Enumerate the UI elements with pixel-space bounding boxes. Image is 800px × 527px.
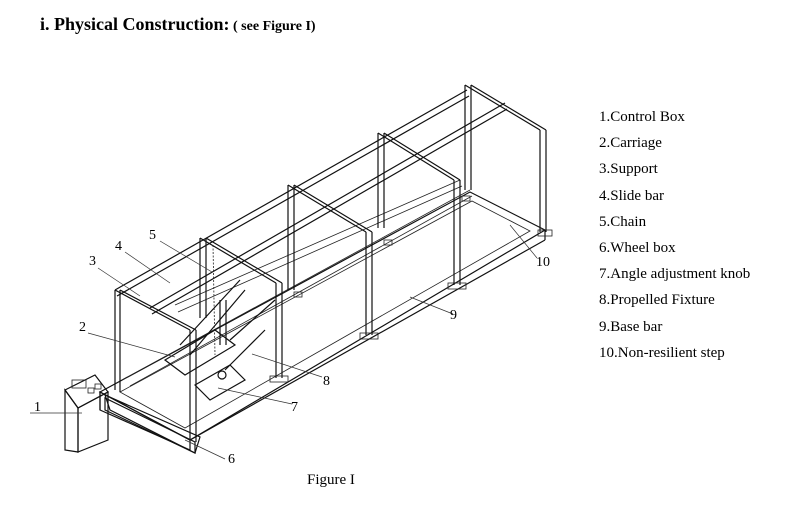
legend-item: 2.Carriage <box>599 135 662 152</box>
section-heading-paren-suffix: ) <box>310 19 316 34</box>
section-heading-main: i. Physical Construction: <box>40 14 230 34</box>
callout-1: 1 <box>34 400 41 415</box>
callout-2: 2 <box>79 320 86 335</box>
section-heading-paren-prefix: ( see <box>229 19 263 34</box>
wheel-box <box>104 393 201 454</box>
section-heading: i. Physical Construction: ( see Figure I… <box>40 14 316 35</box>
support-posts <box>114 85 547 442</box>
callout-10: 10 <box>536 255 550 270</box>
legend-item: 3.Support <box>599 161 658 178</box>
callout-4: 4 <box>115 239 122 254</box>
control-box <box>64 374 109 453</box>
legend-item: 8.Propelled Fixture <box>599 292 715 309</box>
parts-legend: 1.Control Box 2.Carriage 3.Support 4.Sli… <box>599 104 750 366</box>
callout-7: 7 <box>291 400 298 415</box>
legend-item: 6.Wheel box <box>599 239 676 256</box>
section-heading-figure-ref: Figure I <box>262 19 311 34</box>
callout-9: 9 <box>450 308 457 323</box>
legend-item: 9.Base bar <box>599 318 663 335</box>
post-feet <box>269 229 553 383</box>
cross-members <box>114 84 547 331</box>
legend-item: 1.Control Box <box>599 109 685 125</box>
callout-3: 3 <box>89 254 96 269</box>
legend-item: 4.Slide bar <box>599 187 664 204</box>
figure-caption: Figure I <box>307 472 355 488</box>
carriage <box>163 279 276 401</box>
slide-bar-blocks <box>293 195 471 298</box>
callout-5: 5 <box>149 228 156 243</box>
top-frame <box>114 89 508 315</box>
callout-6: 6 <box>228 452 235 467</box>
callout-8: 8 <box>323 374 330 389</box>
callout-numbers: 1 2 3 4 5 6 7 8 9 10 <box>34 228 550 467</box>
legend-item: 7.Angle adjustment knob <box>599 266 751 283</box>
chain <box>212 244 216 356</box>
callout-leaders <box>30 224 538 460</box>
legend-item: 10.Non-resilient step <box>599 344 725 361</box>
legend-item: 5.Chain <box>599 213 647 230</box>
